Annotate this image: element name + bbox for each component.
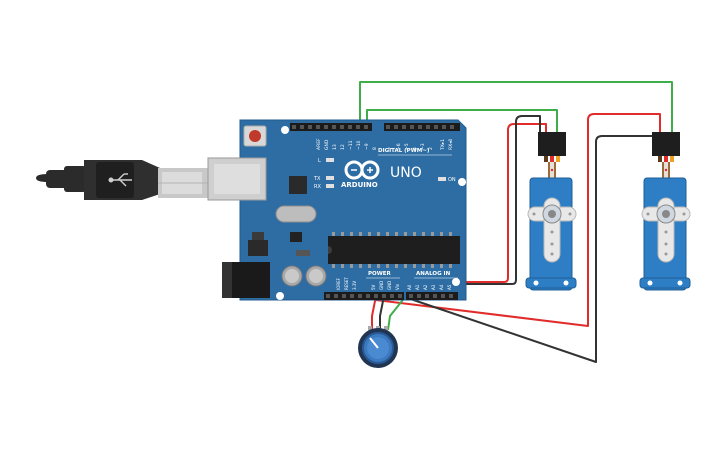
servo-connector (538, 132, 566, 156)
svg-text:L: L (318, 158, 321, 164)
board-brand: ARDUINO (341, 181, 378, 189)
pin-label: ~10 (356, 140, 362, 150)
usb-chip (289, 176, 307, 194)
servo-horn (641, 197, 691, 263)
arduino-logo-icon (344, 160, 380, 180)
usb-icon (108, 173, 132, 187)
wires (359, 81, 673, 363)
wire-green-pot (387, 295, 407, 331)
pin-label: 5V (371, 284, 376, 290)
wire-black-pot (379, 295, 385, 330)
analog-header[interactable] (406, 292, 458, 300)
pin-label: AREF (316, 138, 322, 150)
power-pin-labels: IOREF RESET 3.3V 5V GND GND Vin (336, 277, 400, 290)
pin-label: A2 (423, 284, 428, 290)
pin-label: RESET (344, 277, 349, 290)
svg-text:ON: ON (448, 177, 456, 183)
wire-green-servo-2 (359, 81, 673, 132)
wire-black-servo-2 (383, 135, 654, 363)
usb-cable[interactable] (36, 160, 210, 200)
pin-label: RX◂0 (448, 139, 454, 150)
pin-label: A0 (407, 284, 412, 290)
led-on: ON (438, 177, 456, 183)
wire-black-servo-1 (384, 115, 541, 285)
pin-label: 4 (412, 147, 418, 150)
atmega-chip (328, 232, 460, 268)
led-l: L (318, 158, 334, 164)
voltage-regulator (248, 240, 268, 256)
mount-hole (281, 126, 289, 134)
servo-1[interactable] (525, 132, 577, 291)
pin-label: TX▸1 (440, 139, 446, 151)
pin-label: GND (379, 281, 384, 290)
power-jack (222, 262, 270, 298)
knob-indicator (369, 337, 379, 349)
svg-text:RX: RX (314, 184, 321, 190)
wire-red-servo-1 (376, 123, 547, 283)
svg-text:TX: TX (313, 176, 321, 182)
board-model: UNO (390, 165, 422, 181)
potentiometer[interactable] (358, 326, 398, 368)
pin-label: Vin (395, 283, 400, 290)
digital-header-label: DIGITAL (PWM~) (378, 148, 430, 154)
pin-label: 8 (372, 147, 378, 150)
servo-horn (527, 197, 577, 263)
pin-label: 3.3V (352, 281, 357, 290)
analog-pin-labels: A0 A1 A2 A3 A4 A5 (407, 284, 452, 290)
mount-hole (458, 178, 466, 186)
pin-label: A1 (415, 284, 420, 290)
pin-label: 2 (428, 147, 434, 150)
led-rx: RX (314, 184, 334, 190)
pin-label: 13 (332, 144, 338, 150)
top-pin-labels: AREF GND 13 12 ~11 ~10 ~9 8 7 ~6 ~5 4 ~3… (316, 138, 454, 151)
pin-label: GND (324, 139, 330, 150)
power-header-label: POWER (368, 271, 392, 277)
analog-header-label: ANALOG IN (416, 271, 451, 277)
servo-connector (652, 132, 680, 156)
pin-label: 12 (340, 144, 346, 150)
crystal (275, 205, 317, 223)
servo-2[interactable] (639, 132, 691, 291)
pin-label: IOREF (336, 277, 341, 290)
pin-label: 7 (388, 147, 394, 150)
arduino-uno[interactable]: L TX RX ON ARDUINO UNO (207, 119, 467, 301)
pin-label: GND (387, 281, 392, 290)
capacitors (281, 265, 327, 287)
pin-label: A3 (431, 284, 436, 290)
reset-button[interactable] (243, 125, 267, 147)
digital-header[interactable] (290, 123, 460, 131)
mount-hole (452, 278, 460, 286)
pin-label: ~5 (404, 143, 410, 150)
pin-label: ~9 (364, 143, 370, 150)
power-header[interactable] (324, 292, 404, 300)
led-tx: TX (313, 176, 334, 182)
pin-label: ~11 (348, 140, 354, 150)
pin-label: ~6 (396, 143, 402, 150)
pin-label: A5 (447, 284, 452, 290)
wire-red-pot (371, 295, 377, 330)
pin-label: ~3 (420, 143, 426, 150)
pin-label: A4 (439, 284, 444, 290)
mount-hole (276, 292, 284, 300)
wire-red-servo-2 (375, 113, 661, 327)
wire-green-servo-1 (366, 109, 558, 132)
